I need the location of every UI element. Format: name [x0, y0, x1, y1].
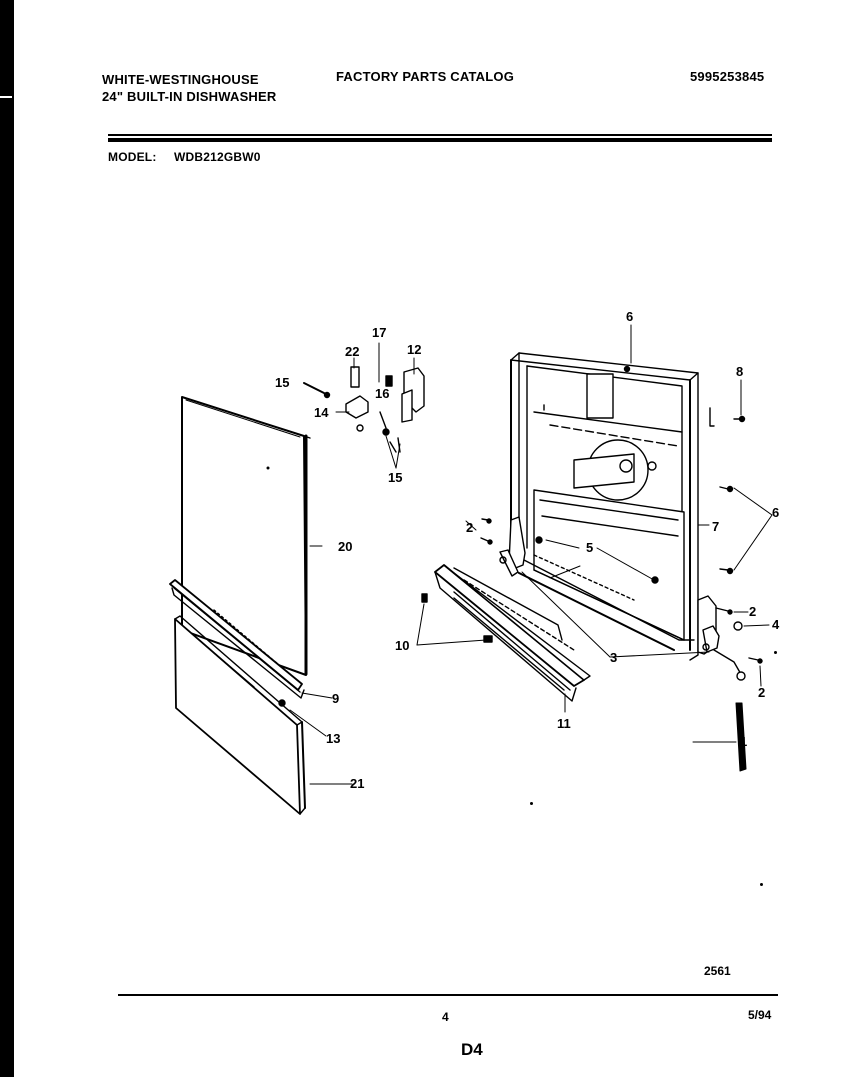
brand-name: WHITE-WESTINGHOUSE	[102, 72, 259, 87]
callout-3: 3	[610, 650, 618, 665]
trim-strip	[169, 579, 305, 699]
callout-15b: 15	[388, 470, 403, 485]
scan-edge-mark	[0, 96, 12, 98]
scan-speck	[530, 802, 533, 805]
screw-fasteners	[480, 407, 763, 664]
callout-5: 5	[586, 540, 594, 555]
callout-16: 16	[375, 386, 390, 401]
section-code: D4	[461, 1040, 483, 1059]
callout-22: 22	[345, 344, 360, 359]
leader-lines	[289, 324, 773, 785]
callout-9: 9	[332, 691, 340, 706]
callout-17: 17	[372, 325, 387, 340]
scan-speck	[774, 651, 777, 654]
catalog-title: FACTORY PARTS CATALOG	[336, 69, 515, 84]
kick-plate	[174, 615, 306, 815]
callout-4: 4	[772, 617, 780, 632]
latch-assembly	[303, 366, 425, 453]
callout-20: 20	[338, 539, 353, 554]
callout-2c: 2	[758, 685, 766, 700]
exploded-parts-diagram	[169, 324, 773, 815]
model-number: WDB212GBW0	[174, 150, 261, 164]
console-channel	[421, 564, 591, 702]
callout-11: 11	[557, 716, 571, 731]
date-code: 5/94	[748, 1008, 772, 1022]
callout-12: 12	[407, 342, 422, 357]
scan-speck	[760, 883, 763, 886]
catalog-part-number: 5995253845	[690, 69, 765, 84]
callout-14: 14	[314, 405, 329, 420]
left-hinge-arm	[499, 516, 526, 577]
model-label: MODEL:	[108, 150, 157, 164]
catalog-page: WHITE-WESTINGHOUSE 24" BUILT-IN DISHWASH…	[14, 0, 864, 1077]
page-number: 4	[442, 1010, 449, 1024]
door-seal-strip	[735, 702, 747, 772]
callout-7: 7	[712, 519, 720, 534]
callout-2b: 2	[749, 604, 757, 619]
footer-rule	[118, 994, 778, 996]
callout-21: 21	[350, 776, 365, 791]
header-rule-thin	[108, 134, 772, 136]
callout-2a: 2	[466, 520, 474, 535]
callout-13: 13	[326, 731, 341, 746]
callout-1: 1	[740, 734, 748, 749]
screw-13	[278, 699, 286, 707]
callout-6b: 6	[772, 505, 780, 520]
callout-10: 10	[395, 638, 410, 653]
header-rule-thick	[108, 138, 772, 142]
callout-15a: 15	[275, 375, 290, 390]
figure-code: 2561	[704, 964, 731, 978]
outer-door-panel	[181, 396, 311, 676]
callout-6a: 6	[626, 309, 634, 324]
callout-8: 8	[736, 364, 744, 379]
right-hinge-arm	[697, 595, 746, 681]
product-name: 24" BUILT-IN DISHWASHER	[102, 89, 277, 104]
inner-door-liner	[510, 352, 699, 661]
